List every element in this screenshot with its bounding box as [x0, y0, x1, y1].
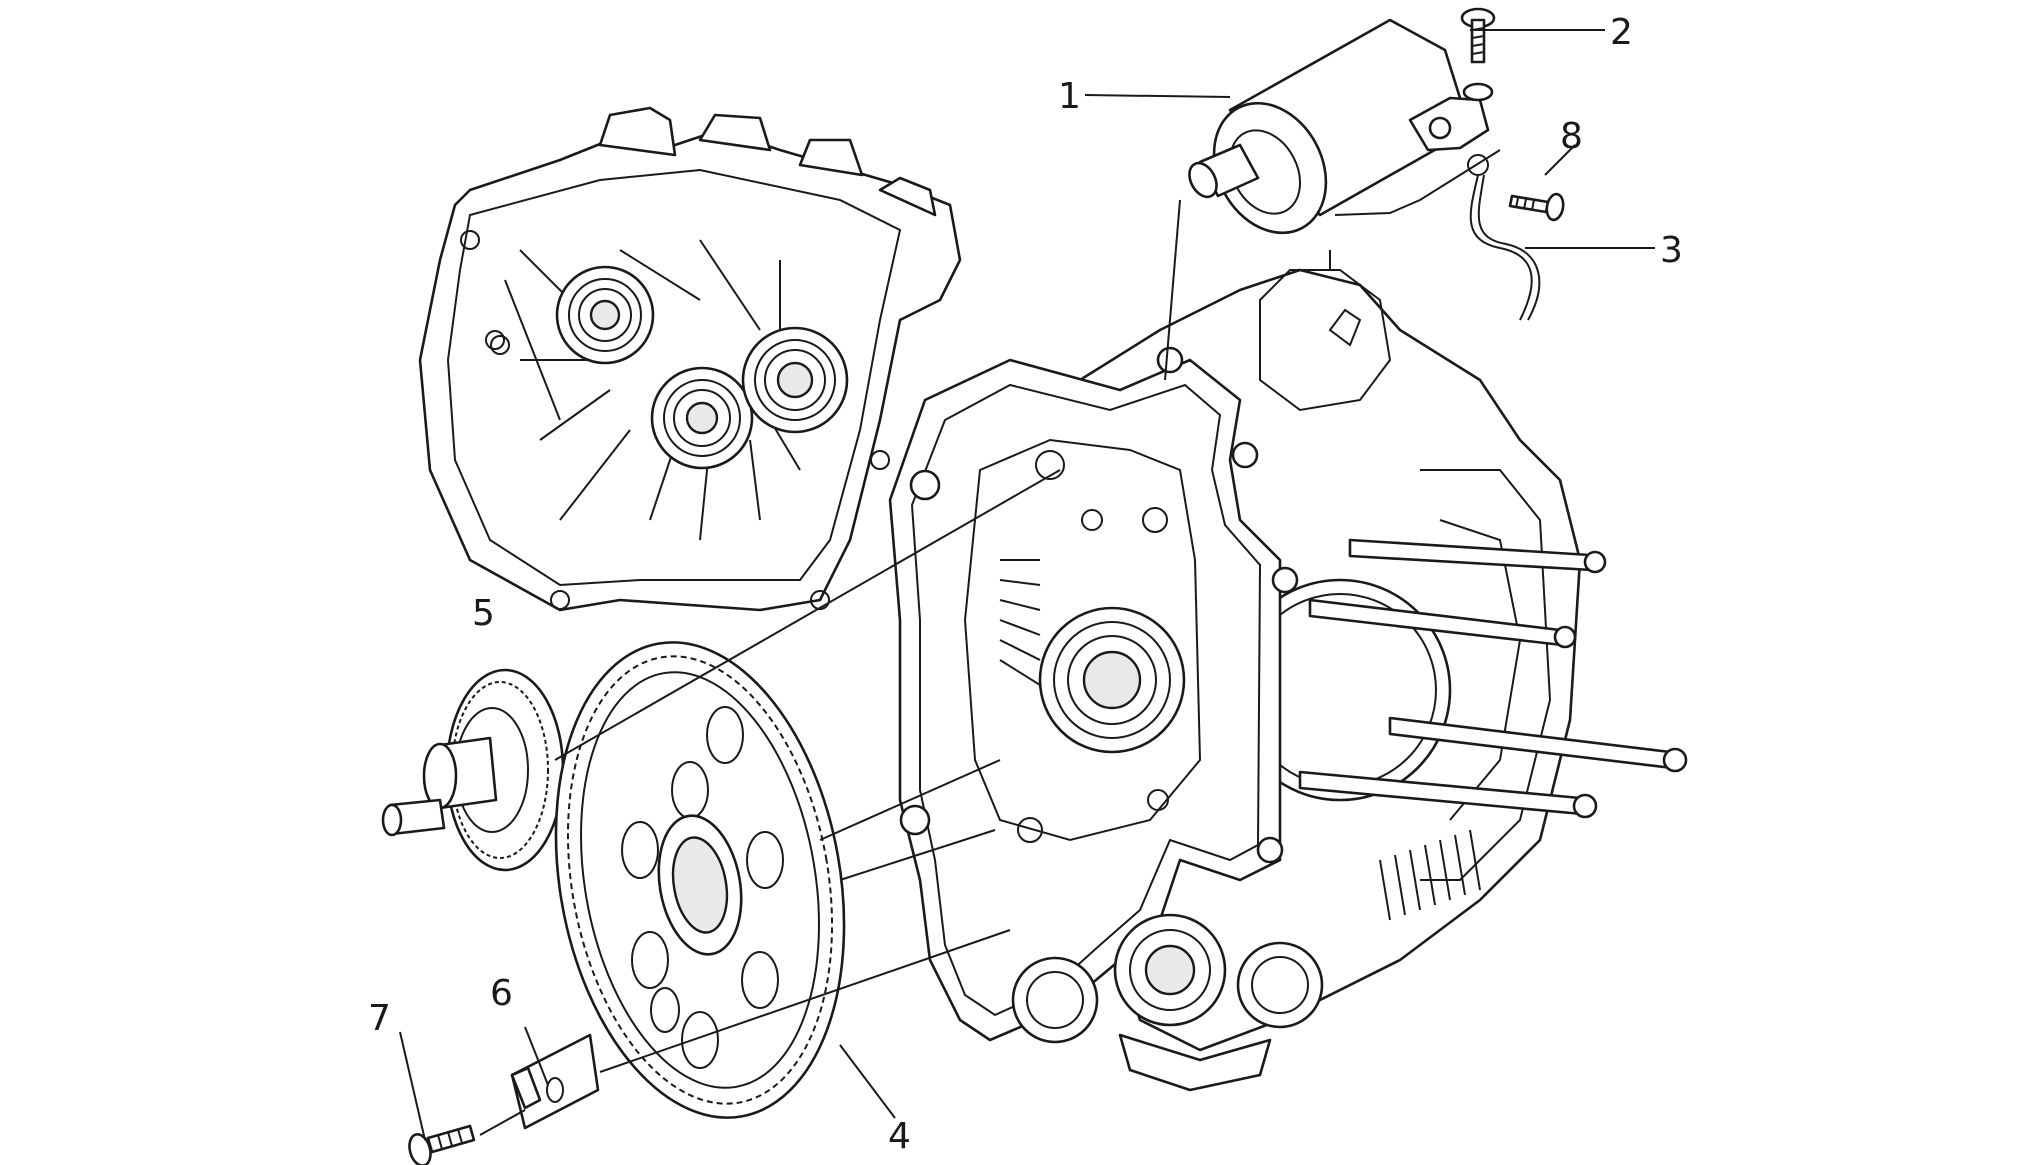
screw-icon — [1460, 7, 1496, 102]
callout-8: 8 — [1560, 116, 1583, 157]
bearing-icon — [555, 265, 655, 365]
cylinder-stud — [1298, 770, 1598, 819]
callout-labels: 1 2 3 4 5 6 7 8 — [368, 12, 1683, 1157]
retaining-plate-icon — [510, 1033, 600, 1130]
bearing-icon — [741, 326, 849, 434]
callout-6: 6 — [490, 973, 513, 1014]
cylinder-stud — [1308, 598, 1577, 649]
screw-icon — [408, 1124, 476, 1165]
ground-cable-icon — [1467, 154, 1541, 321]
callout-5: 5 — [472, 593, 495, 634]
intermediate-gear-icon — [381, 668, 565, 872]
crankcase — [888, 268, 1688, 1092]
cylinder-stud — [1388, 716, 1688, 773]
starter-ring-gear-icon — [554, 641, 846, 1119]
callout-2: 2 — [1610, 12, 1633, 53]
bearing-icon — [650, 366, 754, 470]
leader-lines — [399, 29, 1655, 1141]
screw-icon — [1508, 192, 1565, 222]
callout-3: 3 — [1660, 230, 1683, 271]
callout-1: 1 — [1058, 76, 1081, 117]
transmission-case-half — [418, 106, 962, 612]
callout-4: 4 — [888, 1116, 911, 1157]
starter-motor-icon — [1188, 18, 1490, 235]
cylinder-stud — [1348, 538, 1607, 574]
crankcase-lower-boss — [1011, 913, 1324, 1092]
callout-7: 7 — [368, 998, 391, 1039]
